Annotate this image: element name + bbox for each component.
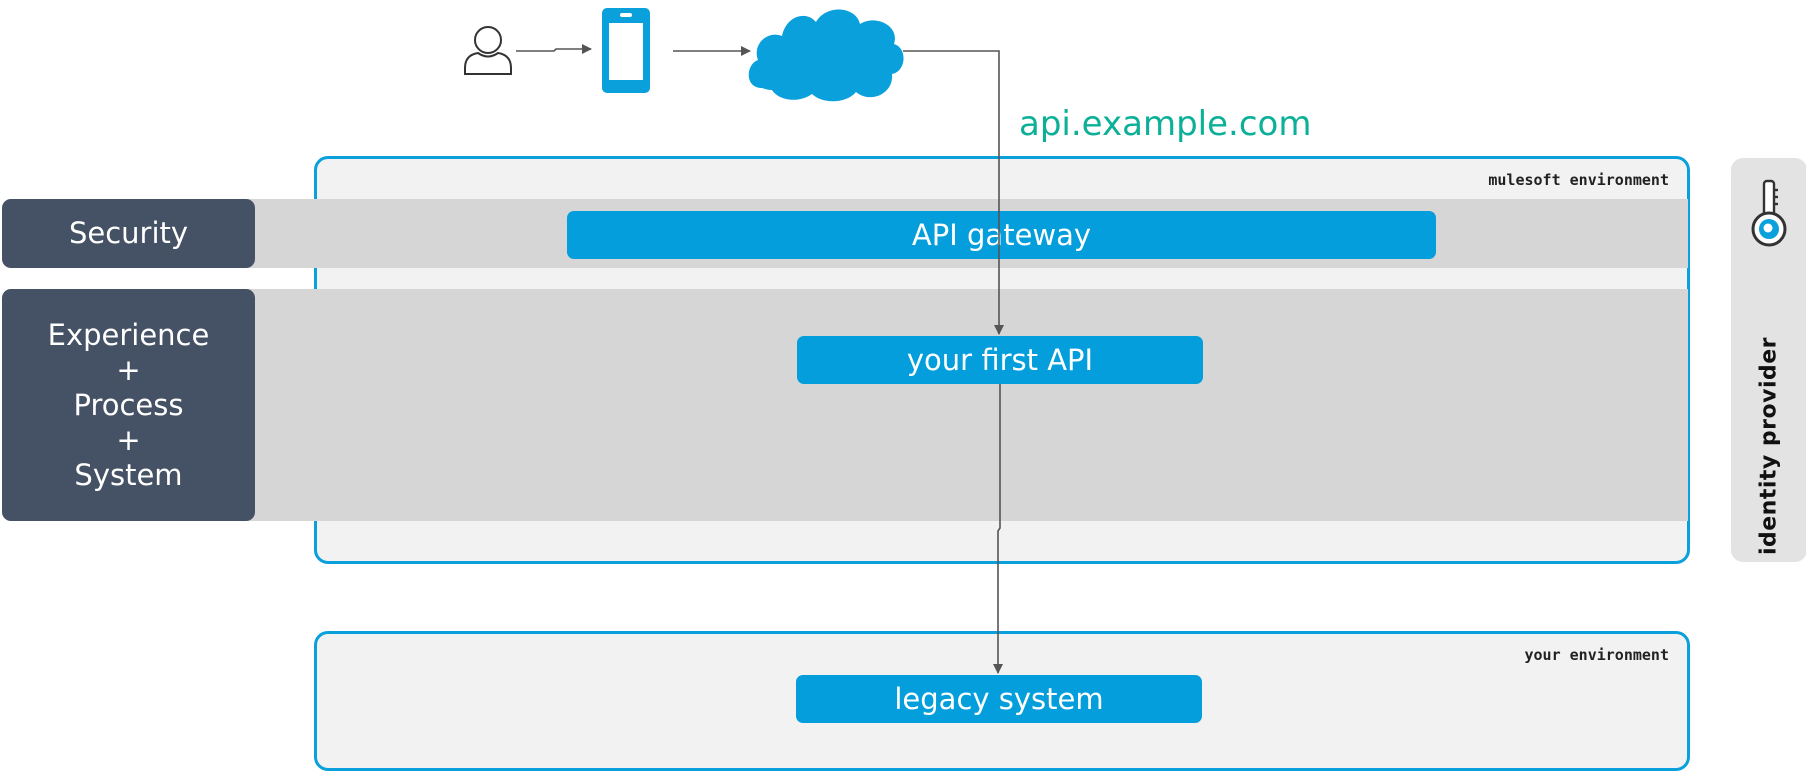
first-api-box: your first API (797, 336, 1203, 384)
core-layer-label: Experience + Process + System (2, 289, 255, 521)
legacy-system-box: legacy system (796, 675, 1202, 723)
user-icon (464, 26, 512, 75)
key-icon (1751, 179, 1787, 247)
api-gateway-box: API gateway (567, 211, 1436, 259)
mulesoft-environment-label: mulesoft environment (1488, 171, 1669, 189)
arrow-first-api-to-legacy (993, 384, 1003, 674)
domain-label: api.example.com (1019, 104, 1312, 144)
arrow-user-to-phone (516, 44, 592, 54)
core-band (236, 289, 1688, 521)
security-layer-label: Security (2, 199, 255, 268)
arrow-cloud-to-first-api (903, 50, 1004, 335)
cloud-icon (748, 9, 904, 102)
mobile-phone-icon (602, 8, 650, 93)
your-environment-label: your environment (1524, 646, 1670, 664)
identity-provider-panel: identity provider (1731, 158, 1806, 562)
